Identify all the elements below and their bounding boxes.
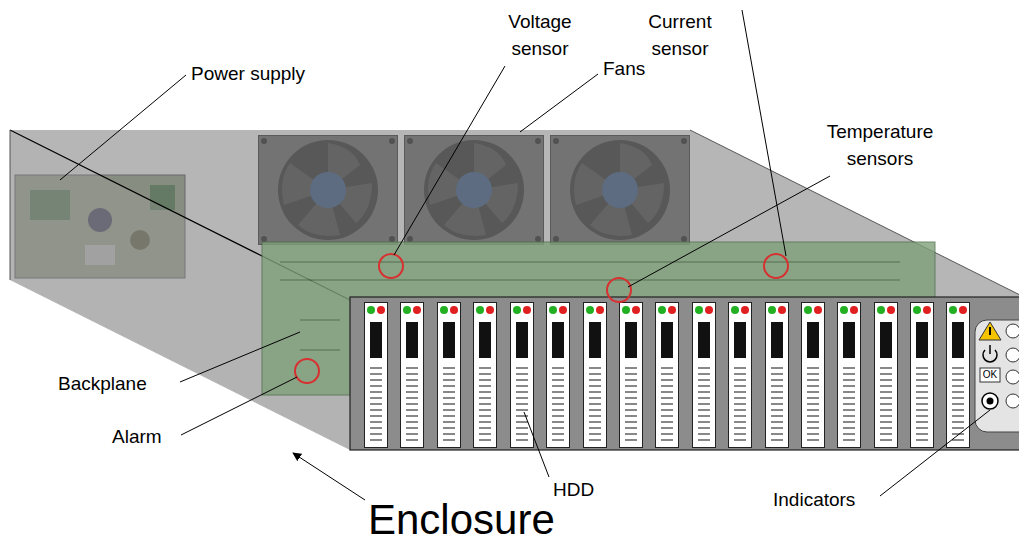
part-label: HDD bbox=[553, 476, 623, 503]
part-label: Alarm bbox=[112, 423, 182, 450]
part-label: Voltage sensor bbox=[500, 8, 580, 62]
indicator-text: OK bbox=[980, 368, 1000, 382]
hdd-slots bbox=[365, 303, 970, 448]
part-label: Indicators bbox=[773, 486, 883, 513]
part-label: Power supply bbox=[191, 60, 331, 87]
indicator-panel bbox=[975, 320, 1019, 432]
enclosure-title: Enclosure bbox=[368, 498, 648, 542]
part-label: Backplane bbox=[58, 370, 178, 397]
leader-lines bbox=[60, 10, 990, 500]
part-label: Temperature sensors bbox=[815, 118, 945, 172]
enclosure-front bbox=[350, 297, 1019, 450]
part-label: Fans bbox=[603, 55, 673, 82]
part-label: Current sensor bbox=[640, 8, 720, 62]
sensor-markers bbox=[295, 254, 788, 383]
